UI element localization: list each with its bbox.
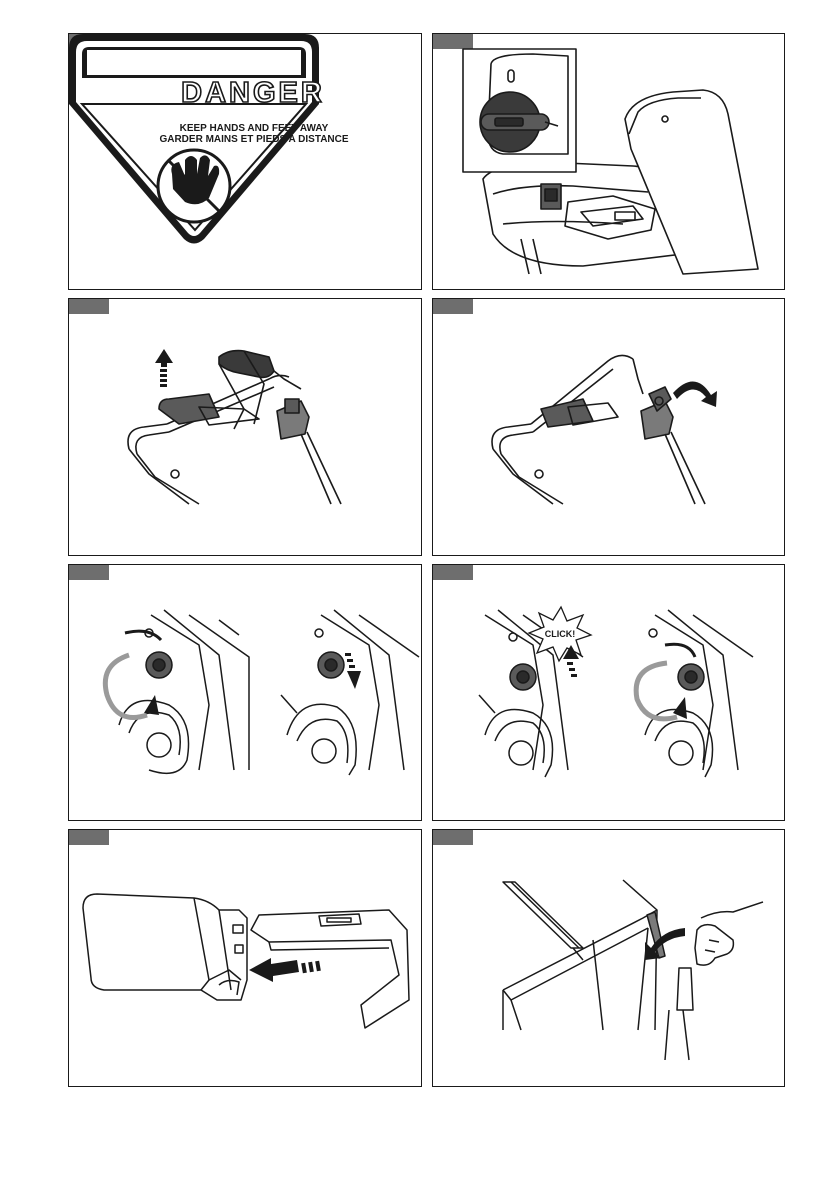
- panel-number-tab: [433, 299, 473, 314]
- danger-sign: [69, 34, 319, 244]
- bag-attach-illustration: [502, 879, 764, 1061]
- danger-line-english: KEEP HANDS AND FEET AWAY: [179, 123, 329, 134]
- figure-panel-7: [68, 829, 422, 1087]
- safety-key-illustration: [462, 48, 759, 275]
- danger-line-french: GARDER MAINS ET PIEDS A DISTANCE: [159, 134, 349, 145]
- panel-number-tab: [69, 299, 109, 314]
- figure-panel-4: [432, 298, 785, 556]
- figure-panel-3: [68, 298, 422, 556]
- figure-panel-5: [68, 564, 422, 821]
- grass-bag-illustration: [82, 893, 410, 1029]
- danger-title: DANGER: [180, 77, 325, 109]
- handle-clamp-illustration: [491, 354, 717, 505]
- figure-panel-1: DANGER KEEP HANDS AND FEET AWAY GARDER M…: [68, 33, 422, 290]
- panel-number-tab: [69, 830, 109, 845]
- handle-lift-illustration: [127, 349, 342, 505]
- figure-panel-2: [432, 33, 785, 290]
- panel-number-tab: [433, 34, 473, 49]
- figure-panel-6: CLICK!: [432, 564, 785, 821]
- figure-panel-8: [432, 829, 785, 1087]
- click-label: CLICK!: [545, 629, 576, 639]
- panel-number-tab: [433, 565, 473, 580]
- height-click-illustration: CLICK!: [478, 605, 754, 778]
- panel-number-tab: [69, 565, 109, 580]
- panel-number-tab: [433, 830, 473, 845]
- height-knob-illustration: [102, 609, 420, 776]
